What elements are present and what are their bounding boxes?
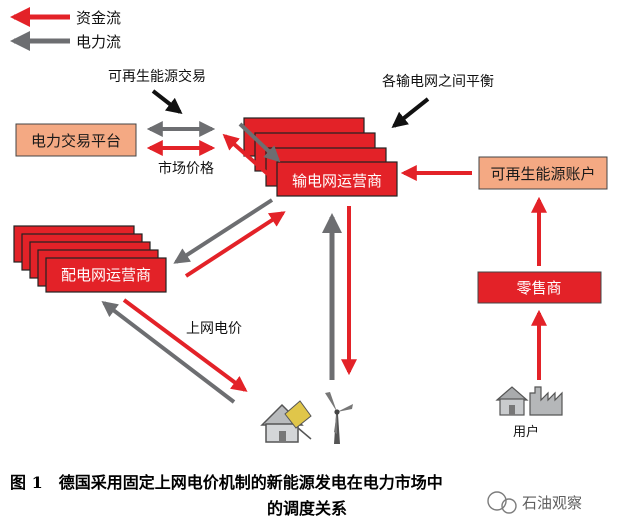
wind-turbine-icon [325,392,353,444]
watermark-text: 石油观察 [522,494,582,512]
tso-balance-power-arrow [238,122,281,163]
retailer-label: 零售商 [516,279,561,297]
retailer-box: 零售商 [477,271,602,304]
distribution-operator-label: 配电网运营商 [61,266,151,284]
distribution-operator-stack: 配电网运营商 [13,225,167,293]
solar-house-icon [260,400,312,443]
grid-balance-label: 各输电网之间平衡 [382,74,494,90]
user-house-factory-icon [495,386,563,416]
renewable-trade-label: 可再生能源交易 [108,68,206,85]
power-flow-legend-label: 电力流 [76,33,121,51]
figure-caption-line-2: 的调度关系 [267,499,347,518]
transmission-operator-stack: 输电网运营商 [243,117,398,197]
market-price-label: 市场价格 [158,160,214,177]
legend: 资金流 电力流 [10,7,121,51]
tso-balance-money-arrow [222,133,272,178]
renewable-account-box: 可再生能源账户 [478,156,608,190]
feed-in-price-label: 上网电价 [186,321,242,337]
tso-to-dso-power-arrow [173,198,274,264]
watermark: 石油观察 [487,491,582,514]
money-flow-legend-label: 资金流 [76,9,121,27]
grid-balance-pointer-arrow [391,97,430,128]
renewable-trade-pointer-arrow [151,89,183,114]
figure-caption-line-1: 图 1 德国采用固定上网电价机制的新能源发电在电力市场中 [10,473,443,492]
trading-platform-box: 电力交易平台 [15,123,137,157]
transmission-operator-label: 输电网运营商 [292,172,382,190]
renewable-account-label: 可再生能源账户 [490,165,595,183]
generators-to-dso-power-arrow [101,301,236,404]
user-label: 用户 [513,424,539,440]
dso-to-generators-money-arrow [122,298,248,392]
dso-to-tso-money-arrow [184,211,286,278]
trading-platform-label: 电力交易平台 [31,132,121,150]
